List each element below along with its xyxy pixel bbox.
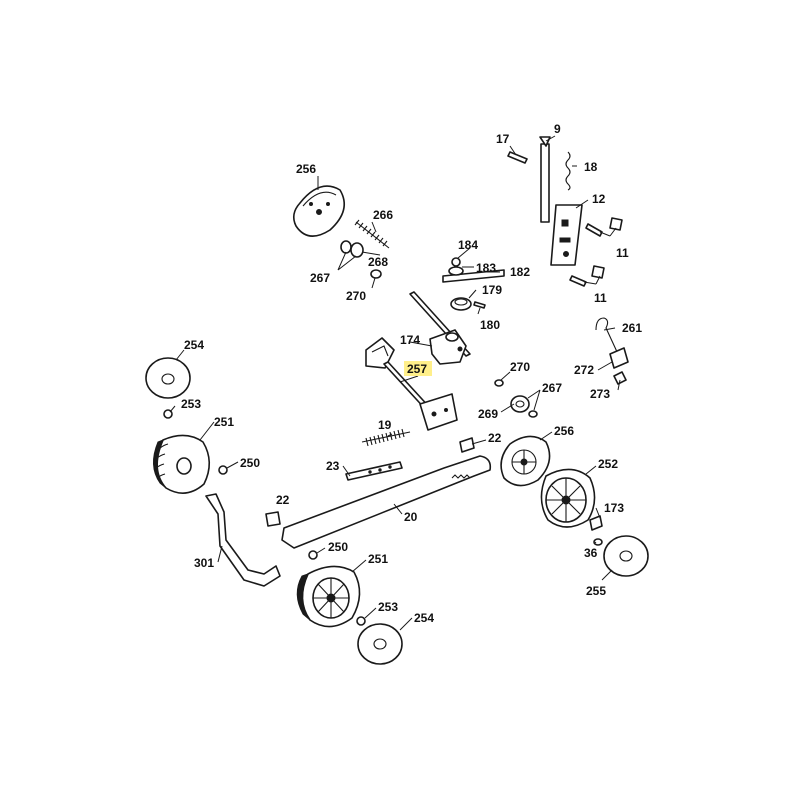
callout-266: 266 [373, 208, 393, 222]
nut-250-lower [308, 550, 318, 560]
callout-252: 252 [598, 457, 618, 471]
callout-250: 250 [328, 540, 348, 554]
callout-23: 23 [326, 459, 340, 473]
callout-268: 268 [368, 255, 388, 269]
spring-19 [361, 428, 411, 447]
callout-301: 301 [194, 556, 214, 570]
callout-256: 256 [296, 162, 316, 176]
leader-lines [169, 135, 621, 631]
callout-9: 9 [554, 122, 561, 136]
nut-253-lower [356, 616, 366, 626]
callout-257: 257 [407, 362, 427, 376]
gearbox-174 [429, 329, 467, 365]
spring-18 [565, 151, 571, 191]
callout-270: 270 [510, 360, 530, 374]
callout-254: 254 [414, 611, 434, 625]
callout-labels: 17 9 18 256 12 266 11 184 268 183 182 26… [181, 122, 642, 625]
callout-22: 22 [488, 431, 502, 445]
nut-250-upper [218, 465, 228, 475]
callout-22: 22 [276, 493, 290, 507]
hubcap-254-lower [357, 623, 403, 665]
callout-180: 180 [480, 318, 500, 332]
callout-272: 272 [574, 363, 594, 377]
callout-183: 183 [476, 261, 496, 275]
callout-273: 273 [590, 387, 610, 401]
callout-251: 251 [368, 552, 388, 566]
callout-173: 173 [604, 501, 624, 515]
rod-261 [595, 317, 629, 385]
callout-174: 174 [400, 333, 420, 347]
wheel-252 [540, 468, 596, 528]
callout-184: 184 [458, 238, 478, 252]
callout-18: 18 [584, 160, 598, 174]
bushing-267-268 [340, 240, 382, 279]
highlight-257 [404, 361, 432, 376]
nut-173-36 [589, 515, 603, 546]
callout-269: 269 [478, 407, 498, 421]
callout-267: 267 [310, 271, 330, 285]
callout-182: 182 [510, 265, 530, 279]
callout-254: 254 [184, 338, 204, 352]
callout-253: 253 [378, 600, 398, 614]
screw-11a [585, 217, 623, 237]
callout-12: 12 [592, 192, 606, 206]
callout-255: 255 [586, 584, 606, 598]
callout-179: 179 [482, 283, 502, 297]
axle-bar-20 [281, 455, 492, 549]
callout-11: 11 [594, 291, 607, 305]
bracket-12 [550, 204, 583, 266]
pulley-179 [450, 297, 472, 311]
hubcap-254-upper [145, 357, 191, 399]
link-23 [345, 461, 403, 481]
clip-22-upper [459, 437, 475, 453]
screw-11b [569, 265, 605, 287]
spring-266 [354, 219, 390, 249]
drive-lever-257 [365, 337, 458, 431]
callout-36: 36 [584, 546, 598, 560]
callout-250: 250 [240, 456, 260, 470]
callout-20: 20 [404, 510, 418, 524]
callout-261: 261 [622, 321, 642, 335]
callout-267: 267 [542, 381, 562, 395]
callout-11: 11 [616, 246, 629, 260]
callout-17: 17 [496, 132, 510, 146]
bushing-267-269-270 [494, 379, 538, 418]
callout-253: 253 [181, 397, 201, 411]
key-180 [473, 301, 486, 309]
pin-17 [507, 151, 528, 164]
clip-22-lower [265, 511, 281, 527]
callout-256: 256 [554, 424, 574, 438]
lever-9 [539, 136, 551, 223]
hubcap-255 [603, 535, 649, 577]
callout-251: 251 [214, 415, 234, 429]
callout-270: 270 [346, 289, 366, 303]
hubcap-256-upper [292, 185, 346, 237]
callout-19: 19 [378, 418, 392, 432]
axle-301 [205, 493, 281, 587]
wheel-251-upper [153, 434, 211, 494]
hubcap-256-lower [500, 435, 551, 487]
wheel-251-lower [296, 565, 361, 628]
